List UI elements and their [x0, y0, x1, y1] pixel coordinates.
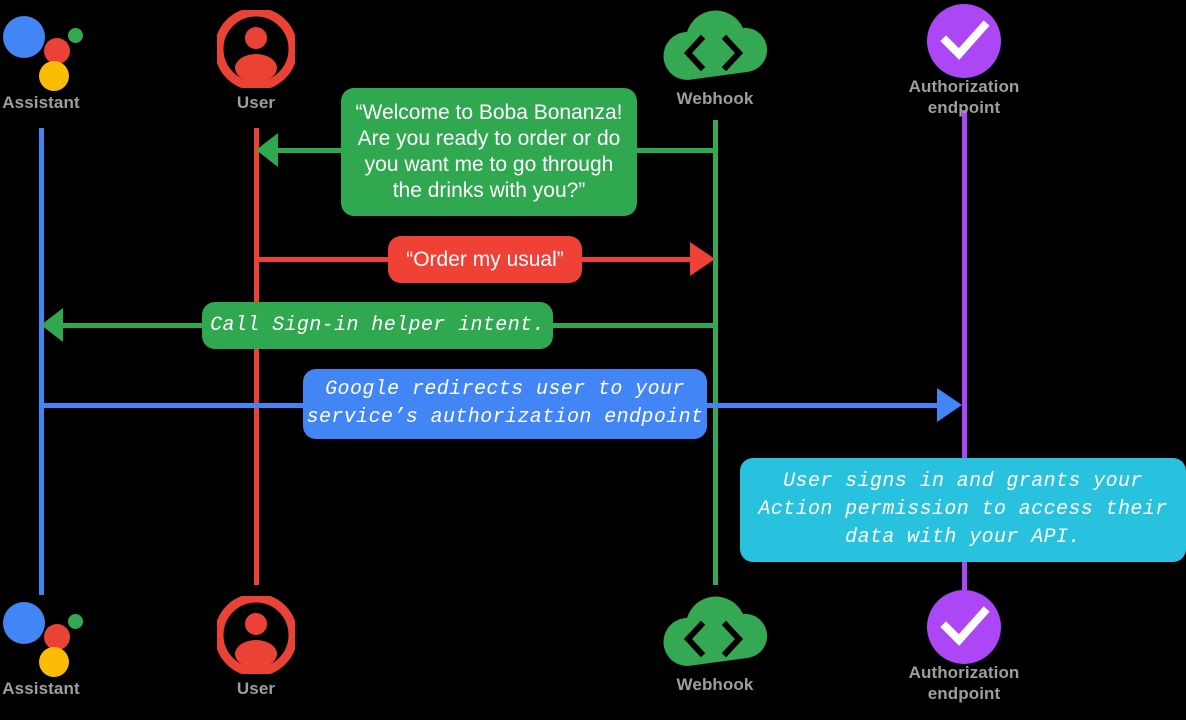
assistant-red-dot-icon	[44, 38, 70, 64]
assistant-blue-dot-icon	[3, 602, 45, 644]
message-google-redirects-line1: Google redirects user to your	[325, 378, 685, 401]
actor-webhook-top: Webhook	[625, 2, 805, 109]
arrowhead-order-my-usual	[690, 242, 715, 276]
message-call-signin-helper-line1: Call Sign-in helper intent.	[210, 313, 545, 337]
assistant-blue-dot-icon	[3, 16, 45, 58]
actor-label-authorization-bottom: Authorization endpoint	[874, 662, 1054, 704]
message-welcome-line1: “Welcome to Boba Bonanza!	[355, 101, 623, 124]
cloud-code-icon	[663, 596, 768, 667]
actor-label-authorization-top-line2: endpoint	[927, 98, 1001, 117]
actor-assistant-bottom: Assistant	[0, 592, 131, 699]
webhook-icon-top	[625, 2, 805, 88]
actor-label-webhook-top: Webhook	[676, 89, 754, 108]
message-welcome-line2: Are you ready to order or do	[357, 127, 621, 150]
lifeline-authorization	[962, 110, 967, 590]
actor-label-assistant-top: Assistant	[2, 93, 80, 112]
assistant-green-dot-icon	[68, 28, 83, 43]
message-box-call-signin-helper: Call Sign-in helper intent.	[202, 302, 553, 349]
lifeline-webhook	[713, 120, 718, 585]
webhook-icon-bottom	[625, 588, 805, 674]
actor-label-authorization-bottom-line2: endpoint	[927, 684, 1001, 703]
cloud-code-icon	[663, 10, 768, 81]
actor-user-bottom: User	[166, 592, 346, 699]
message-google-redirects-line2: service’s authorization endpoint	[306, 406, 704, 429]
authorization-icon-bottom	[874, 584, 1054, 664]
user-avatar-icon	[217, 596, 295, 674]
message-welcome-line3: you want me to go through	[364, 153, 614, 176]
actor-webhook-bottom: Webhook	[625, 588, 805, 695]
user-icon-bottom	[166, 592, 346, 678]
actor-label-webhook-bottom: Webhook	[676, 675, 754, 694]
arrowhead-google-redirects	[937, 388, 962, 422]
actor-assistant-top: Assistant	[0, 6, 131, 113]
actor-authorization-top: Authorization endpoint	[874, 0, 1054, 118]
lifeline-user	[254, 128, 259, 585]
message-box-user-signs-in: User signs in and grants your Action per…	[740, 458, 1186, 562]
assistant-icon-top	[0, 6, 131, 92]
actor-label-user-top: User	[236, 93, 276, 112]
message-user-signs-in-line2: Action permission to access their	[758, 498, 1168, 521]
authorization-icon-top	[874, 0, 1054, 78]
actor-label-assistant-bottom: Assistant	[2, 679, 80, 698]
arrowhead-call-signin-helper	[41, 308, 63, 342]
message-box-welcome: “Welcome to Boba Bonanza! Are you ready …	[341, 88, 637, 216]
message-box-google-redirects: Google redirects user to your service’s …	[303, 369, 707, 439]
user-avatar-icon	[217, 10, 295, 88]
actor-label-authorization-bottom-line1: Authorization	[908, 663, 1020, 682]
actor-label-authorization-top: Authorization endpoint	[874, 76, 1054, 118]
actor-label-authorization-top-line1: Authorization	[908, 77, 1020, 96]
actor-authorization-bottom: Authorization endpoint	[874, 584, 1054, 704]
message-order-my-usual-line1: “Order my usual”	[406, 247, 564, 271]
purple-check-circle-icon	[927, 590, 1001, 664]
arrowhead-welcome	[256, 133, 278, 167]
assistant-green-dot-icon	[68, 614, 83, 629]
message-box-order-my-usual: “Order my usual”	[388, 236, 582, 283]
lifeline-assistant	[39, 128, 44, 595]
actor-label-user-bottom: User	[236, 679, 276, 698]
message-welcome-line4: the drinks with you?”	[392, 179, 586, 202]
assistant-icon-bottom	[0, 592, 131, 678]
assistant-yellow-dot-icon	[39, 61, 69, 91]
actor-user-top: User	[166, 6, 346, 113]
message-user-signs-in-line3: data with your API.	[845, 526, 1081, 549]
message-user-signs-in-line1: User signs in and grants your	[783, 470, 1143, 493]
assistant-yellow-dot-icon	[39, 647, 69, 677]
purple-check-circle-icon	[927, 4, 1001, 78]
user-icon-top	[166, 6, 346, 92]
assistant-red-dot-icon	[44, 624, 70, 650]
